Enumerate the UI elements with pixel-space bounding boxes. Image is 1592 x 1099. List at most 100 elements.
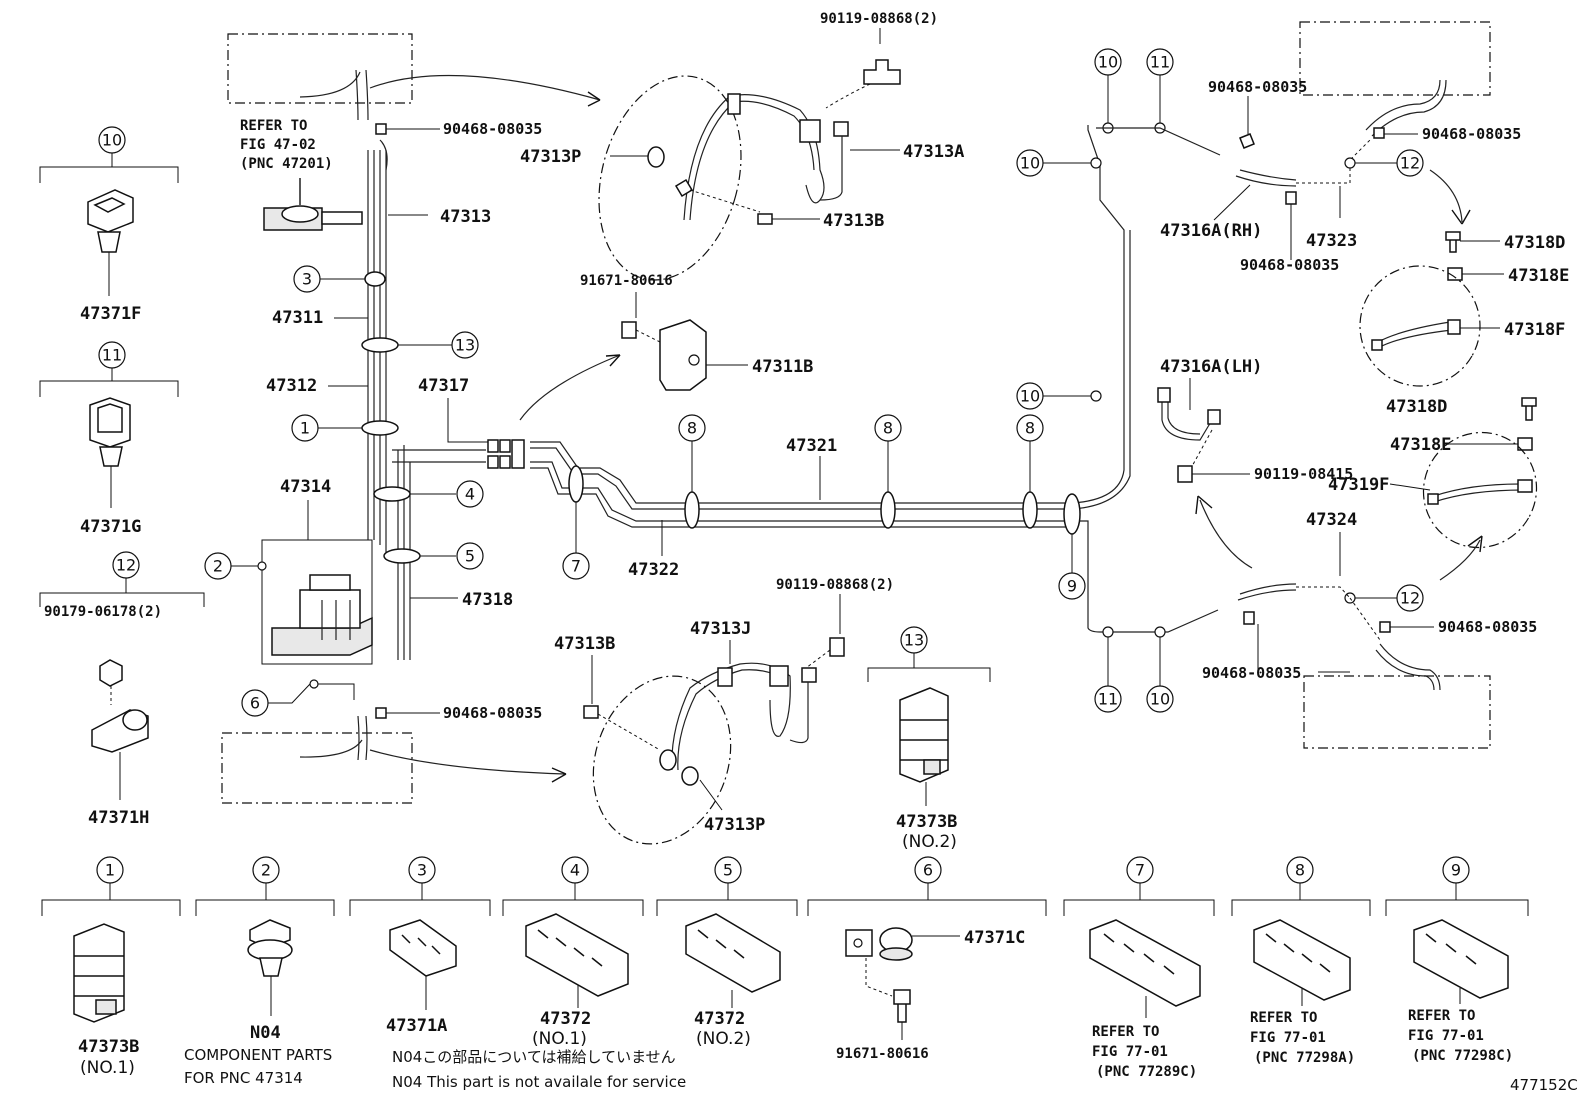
svg-text:REFER TO: REFER TO: [240, 118, 307, 134]
clamp-47373B-no2: 13 47373B (NO.2): [867, 626, 991, 852]
svg-text:N04 This part is not availale: N04 This part is not availale for servic…: [392, 1073, 686, 1091]
part-47324: 47324: [1306, 510, 1357, 530]
part-47371F: 47371F: [80, 304, 141, 324]
svg-text:(NO.1): (NO.1): [532, 1029, 587, 1049]
part-90179-06178: 90179-06178(2): [44, 604, 162, 620]
bottom-part-7: 7 REFER TO FIG 77-01 (PNC 77289C): [1063, 856, 1215, 1080]
master-cylinder-area: REFER TO FIG 47-02 (PNC 47201) 90468-080…: [204, 33, 601, 804]
part-47373B-mid: 47373B: [896, 812, 957, 832]
svg-text:9: 9: [1067, 577, 1077, 596]
svg-text:8: 8: [1295, 861, 1305, 880]
figure-id: 477152C: [1510, 1076, 1578, 1094]
svg-text:8: 8: [687, 419, 697, 438]
svg-text:(PNC 77289C): (PNC 77289C): [1096, 1064, 1197, 1080]
svg-text:FIG 47-02: FIG 47-02: [240, 137, 316, 153]
part-47371A: 47371A: [386, 1016, 447, 1036]
part-47318D-a: 47318D: [1504, 233, 1565, 253]
part-90468-08035-g: 90468-08035: [1202, 664, 1301, 682]
bottom-part-1: 1 47373B (NO.1): [41, 856, 181, 1078]
part-47319F: 47319F: [1328, 475, 1389, 495]
svg-text:FOR PNC 47314: FOR PNC 47314: [184, 1069, 303, 1087]
svg-text:3: 3: [417, 861, 427, 880]
part-47313A: 47313A: [903, 142, 964, 162]
part-47313P-bot: 47313P: [704, 815, 765, 835]
part-47373B-bot: 47373B: [78, 1037, 139, 1057]
part-47322: 47322: [628, 560, 679, 580]
bracket-47311B: 91671-80616 47311B: [519, 273, 813, 421]
svg-text:(NO.2): (NO.2): [902, 832, 957, 852]
svg-text:(NO.2): (NO.2): [696, 1029, 751, 1049]
svg-text:8: 8: [1025, 419, 1035, 438]
svg-text:6: 6: [923, 861, 933, 880]
svg-text:5: 5: [723, 861, 733, 880]
part-90468-08035-b: 90468-08035: [443, 704, 542, 722]
part-47312: 47312: [266, 376, 317, 396]
svg-text:1: 1: [105, 861, 115, 880]
part-90468-08035-a: 90468-08035: [443, 120, 542, 138]
svg-text:(PNC 77298C): (PNC 77298C): [1412, 1048, 1513, 1064]
bottom-part-5: 5 47372 (NO.2): [656, 856, 798, 1049]
clip-detail-11: 11 47371G: [39, 341, 179, 537]
part-47311: 47311: [272, 308, 323, 328]
bottom-part-3: 3 47371A N04この部品については補給していません N04 This p…: [349, 856, 686, 1091]
svg-text:11: 11: [102, 346, 122, 365]
rear-right-section: 10 11 10 90468-08035 90468-08035 47316A(…: [1016, 21, 1569, 749]
part-47313B-top: 47313B: [823, 211, 884, 231]
part-90119-08868-top: 90119-08868(2): [820, 11, 938, 27]
bottom-part-4: 4 47372 (NO.1): [502, 856, 644, 1049]
part-90468-08035-e: 90468-08035: [1422, 125, 1521, 143]
svg-text:10: 10: [1098, 53, 1118, 72]
part-90468-08035-c: 90468-08035: [1208, 78, 1307, 96]
part-47317: 47317: [418, 376, 469, 396]
part-47316A-LH: 47316A(LH): [1160, 357, 1262, 377]
part-47316A-RH: 47316A(RH): [1160, 221, 1262, 241]
front-hose-lower: 90119-08868(2) 47313J 47313B 47313P: [554, 577, 894, 845]
svg-text:(NO.1): (NO.1): [80, 1058, 135, 1078]
svg-text:N04この部品については補給していません: N04この部品については補給していません: [392, 1048, 676, 1066]
bottom-part-2: 2 N04 COMPONENT PARTS FOR PNC 47314: [184, 856, 335, 1087]
part-47311B: 47311B: [752, 357, 813, 377]
clip-detail-12: 12 90179-06178(2) 47371H: [39, 551, 205, 828]
part-90468-08035-f: 90468-08035: [1438, 618, 1537, 636]
svg-text:11: 11: [1098, 690, 1118, 709]
svg-text:(PNC 47201): (PNC 47201): [240, 156, 333, 172]
svg-text:2: 2: [213, 557, 223, 576]
svg-text:12: 12: [1400, 154, 1420, 173]
bottom-part-8: 8 REFER TO FIG 77-01 (PNC 77298A): [1231, 856, 1371, 1066]
svg-text:6: 6: [250, 694, 260, 713]
part-47371H: 47371H: [88, 808, 149, 828]
svg-text:FIG 77-01: FIG 77-01: [1408, 1028, 1484, 1044]
svg-text:9: 9: [1451, 861, 1461, 880]
part-91671-80616-top: 91671-80616: [580, 273, 673, 289]
svg-text:REFER TO: REFER TO: [1092, 1024, 1159, 1040]
svg-text:12: 12: [116, 556, 136, 575]
svg-text:(PNC 77298A): (PNC 77298A): [1254, 1050, 1355, 1066]
part-47318D-b: 47318D: [1386, 397, 1447, 417]
svg-text:13: 13: [904, 631, 924, 650]
svg-text:4: 4: [465, 485, 475, 504]
part-90468-08035-d: 90468-08035: [1240, 256, 1339, 274]
svg-text:REFER TO: REFER TO: [1250, 1010, 1317, 1026]
part-90119-08415: 90119-08415: [1254, 465, 1353, 483]
part-47318E-a: 47318E: [1508, 266, 1569, 286]
svg-text:10: 10: [1020, 387, 1040, 406]
part-47318E-b: 47318E: [1390, 435, 1451, 455]
part-47318F: 47318F: [1504, 320, 1565, 340]
part-91671-80616-bot: 91671-80616: [836, 1046, 929, 1062]
svg-text:10: 10: [1150, 690, 1170, 709]
svg-text:10: 10: [1020, 154, 1040, 173]
part-47313B-bot: 47313B: [554, 634, 615, 654]
svg-text:5: 5: [465, 547, 475, 566]
part-47318: 47318: [462, 590, 513, 610]
front-hose-upper: 90119-08868(2) 47313A 47313P 47313B: [520, 11, 964, 281]
bottom-part-6: 6 47371C 91671-80616: [807, 856, 1047, 1062]
part-47313P-top: 47313P: [520, 147, 581, 167]
part-47371C: 47371C: [964, 928, 1025, 948]
part-47323: 47323: [1306, 231, 1357, 251]
svg-text:REFER TO: REFER TO: [1408, 1008, 1475, 1024]
svg-text:1: 1: [300, 419, 310, 438]
part-47313: 47313: [440, 207, 491, 227]
svg-text:7: 7: [571, 557, 581, 576]
svg-text:8: 8: [883, 419, 893, 438]
